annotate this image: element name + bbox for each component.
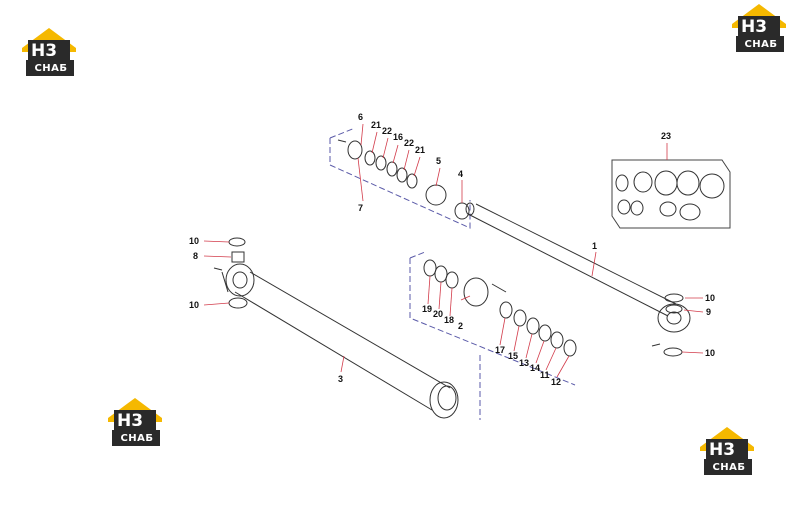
callout-18: 18 (444, 315, 455, 325)
dashed-assembly-outline-piston (409, 251, 576, 420)
end-bushings (213, 237, 684, 357)
callout-6: 6 (358, 112, 364, 122)
callout-19: 19 (422, 304, 433, 314)
callout-11: 11 (540, 370, 550, 380)
callout-16: 16 (393, 132, 404, 142)
brand-logo: H3 СНАБ (730, 2, 788, 54)
dashed-assembly-outline-rod (329, 127, 471, 229)
callout-13: 13 (519, 358, 530, 368)
brand-logo: H3 СНАБ (698, 425, 756, 477)
brand-logo: H3 СНАБ (106, 396, 164, 448)
callout-1: 1 (592, 241, 598, 251)
callout-4: 4 (458, 169, 464, 179)
callout-10: 10 (189, 236, 200, 246)
callout-8: 8 (193, 251, 199, 261)
callout-17: 17 (495, 345, 506, 355)
logo-word: СНАБ (34, 63, 68, 74)
logo-mark: H3 (117, 411, 144, 431)
callout-10: 10 (705, 348, 716, 358)
logo-mark: H3 (709, 440, 736, 460)
logo-word: СНАБ (712, 462, 746, 473)
callout-2: 2 (458, 321, 464, 331)
logo-mark: H3 (31, 41, 58, 61)
logo-word: СНАБ (120, 433, 154, 444)
callout-15: 15 (508, 351, 519, 361)
callout-12: 12 (551, 377, 562, 387)
callout-20: 20 (433, 309, 444, 319)
logo-word: СНАБ (744, 39, 778, 50)
callout-23: 23 (661, 131, 672, 141)
leader-lines (203, 123, 704, 378)
callout-7: 7 (358, 203, 364, 213)
cylinder-tube (221, 263, 459, 419)
callout-21: 21 (371, 120, 382, 130)
piston-rod (465, 202, 691, 333)
callout-14: 14 (530, 363, 541, 373)
callout-10: 10 (189, 300, 200, 310)
callout-22: 22 (404, 138, 415, 148)
brand-logo: H3 СНАБ (20, 26, 78, 78)
gland-parts (337, 139, 470, 220)
piston-parts (423, 259, 577, 357)
callout-10: 10 (705, 293, 716, 303)
logo-mark: H3 (741, 17, 768, 37)
callout-9: 9 (706, 307, 712, 317)
callout-5: 5 (436, 156, 442, 166)
callout-3: 3 (338, 374, 344, 384)
callout-22: 22 (382, 126, 393, 136)
callout-21: 21 (415, 145, 426, 155)
seal-kit-box (611, 159, 731, 229)
